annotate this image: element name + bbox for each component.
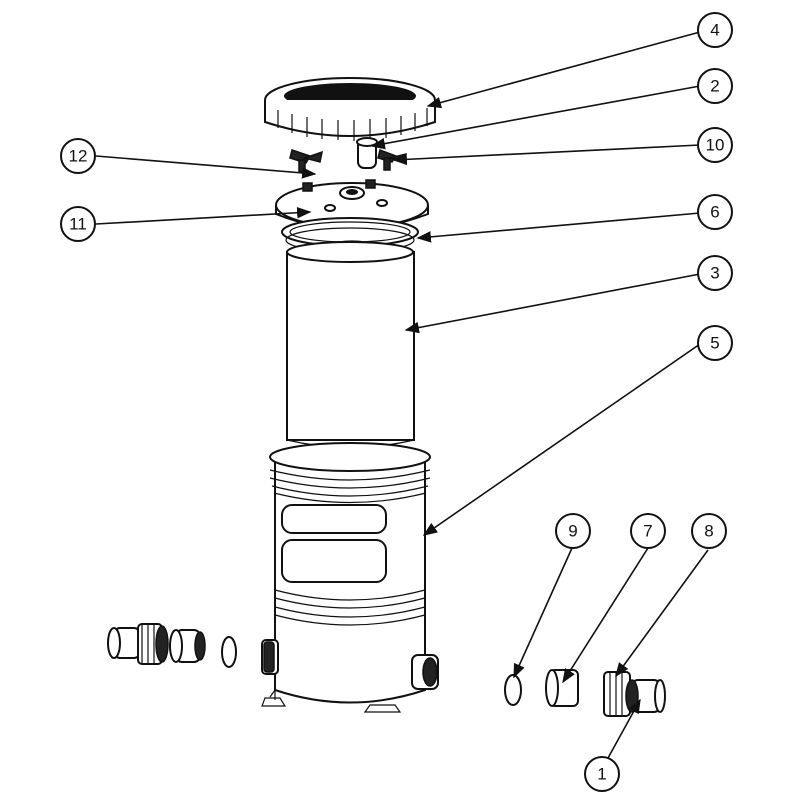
callout-6: 6 xyxy=(697,194,733,230)
callout-4: 4 xyxy=(697,12,733,48)
leader-lines xyxy=(95,31,709,759)
right-union-fitting-parts xyxy=(504,669,666,717)
gauge-part xyxy=(356,137,378,169)
callout-1: 1 xyxy=(584,756,620,792)
callout-7: 7 xyxy=(630,513,666,549)
filter-tank-part xyxy=(261,442,439,713)
callout-label: 5 xyxy=(710,334,719,353)
callout-label: 4 xyxy=(710,21,719,40)
left-union-fitting-parts xyxy=(107,623,237,668)
callout-label: 2 xyxy=(710,77,719,96)
callout-label: 7 xyxy=(643,522,652,541)
callout-label: 9 xyxy=(568,522,577,541)
callout-5: 5 xyxy=(697,325,733,361)
callout-11: 11 xyxy=(60,206,96,242)
callout-label: 3 xyxy=(710,264,719,283)
callout-label: 12 xyxy=(69,147,88,166)
callout-label: 8 xyxy=(704,522,713,541)
callout-2: 2 xyxy=(697,68,733,104)
callout-label: 11 xyxy=(69,215,87,234)
gasket-part-9 xyxy=(504,674,522,706)
callout-10: 10 xyxy=(697,127,733,163)
callout-12: 12 xyxy=(60,138,96,174)
drain-plug-part xyxy=(289,149,323,173)
lock-ring-part xyxy=(264,77,436,141)
callout-8: 8 xyxy=(691,513,727,549)
callout-3: 3 xyxy=(697,255,733,291)
cartridge-part xyxy=(286,241,415,449)
callout-label: 6 xyxy=(710,203,719,222)
callout-label: 1 xyxy=(597,765,606,784)
callout-9: 9 xyxy=(555,513,591,549)
callout-label: 10 xyxy=(706,136,725,155)
